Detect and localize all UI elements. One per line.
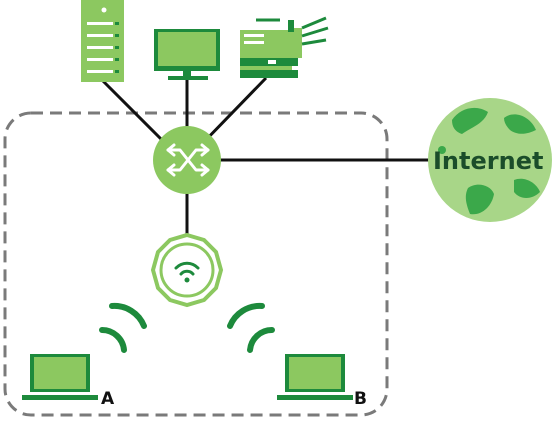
laptop-b-label: B — [354, 389, 367, 409]
wifi-signal-left — [99, 302, 147, 353]
laptop-b-icon — [277, 354, 353, 400]
laptop-a-label: A — [101, 389, 115, 409]
internet-label: Internet — [433, 147, 543, 175]
local-network-boundary — [3, 111, 389, 417]
switch-icon — [153, 126, 221, 194]
server-to-switch-line — [100, 78, 172, 150]
desktop-monitor-icon — [154, 29, 220, 80]
connection-lines — [100, 76, 432, 236]
printer-icon — [240, 16, 329, 78]
globe-icon — [428, 98, 552, 222]
wireless-access-point-icon — [150, 232, 224, 308]
laptop-a-icon — [22, 354, 98, 400]
wifi-signal-right — [227, 302, 275, 353]
printer-to-switch-line — [198, 76, 268, 148]
server-icon — [81, 0, 124, 82]
